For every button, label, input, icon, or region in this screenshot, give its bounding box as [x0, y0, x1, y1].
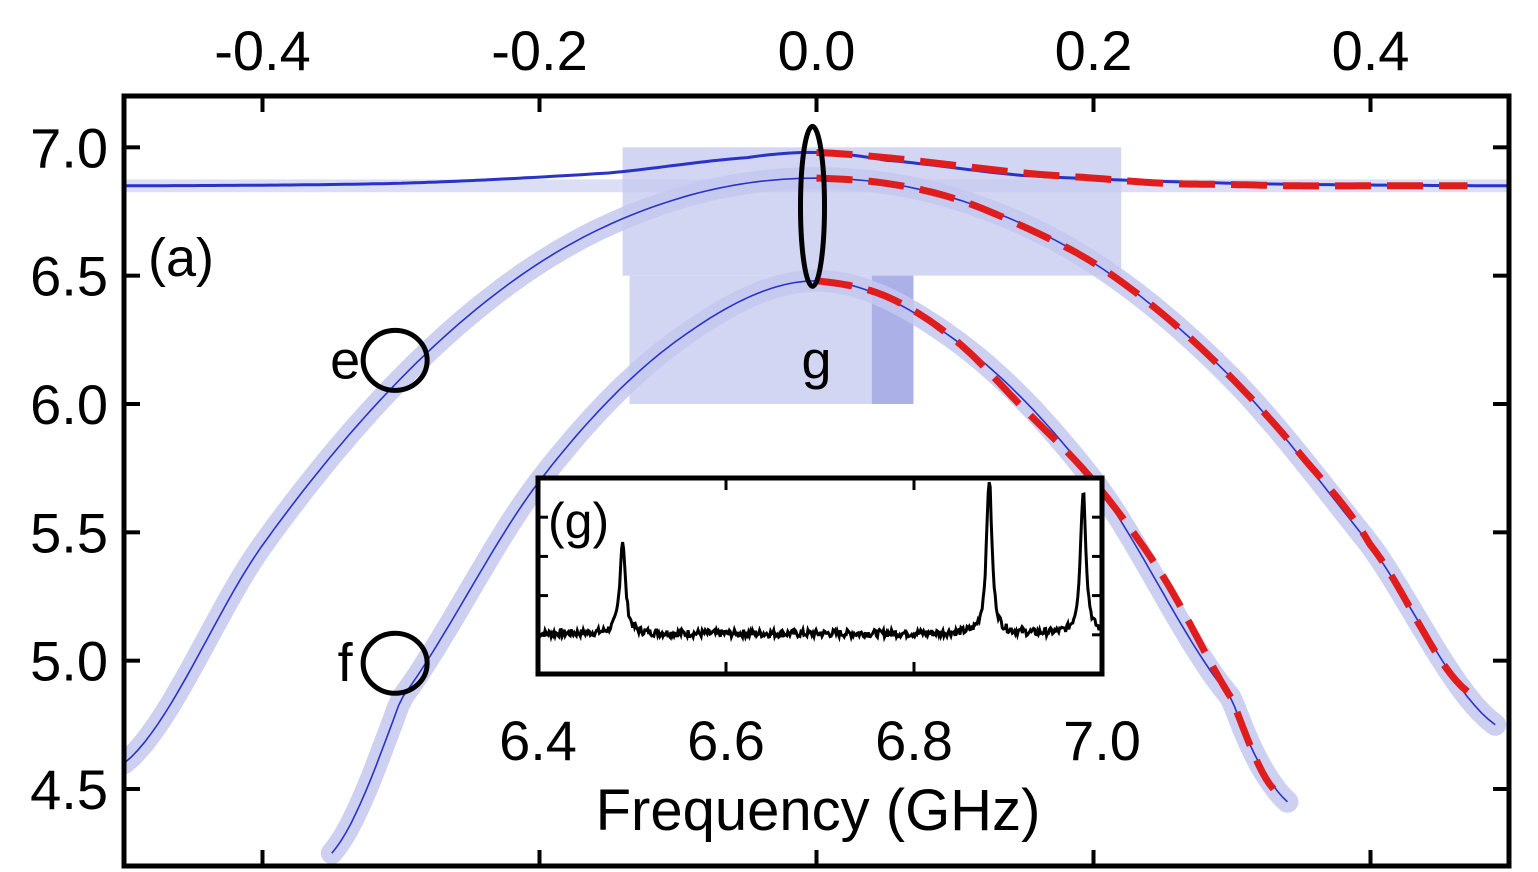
y-tick-label: 5.5 [30, 501, 108, 564]
fit-line-3 [816, 277, 1277, 792]
annotations: e f g [330, 123, 832, 696]
inset-background [538, 478, 1102, 674]
inset-x-tick-label: 6.6 [687, 709, 765, 772]
panel-label-a: (a) [148, 228, 214, 288]
y-tick-label: 7.0 [30, 116, 108, 179]
theory-fit-lines [816, 149, 1470, 792]
fit-line-2 [816, 174, 1470, 695]
x-tick-label: 0.0 [778, 19, 856, 82]
fit-line-1 [816, 149, 1468, 190]
annotation-ellipse-e [360, 327, 430, 393]
inset-spectrum-trace [537, 481, 1104, 643]
annotation-label-g: g [801, 330, 831, 390]
inset-x-tick-labels: 6.4 6.6 6.8 7.0 [499, 709, 1141, 772]
annotation-label-e: e [330, 330, 360, 390]
heatmap-patch-upper [622, 147, 1122, 276]
inset-x-tick-label: 7.0 [1063, 709, 1141, 772]
x-tick-label: -0.4 [214, 19, 311, 82]
inset-x-tick-label: 6.8 [875, 709, 953, 772]
y-tick-label: 4.5 [30, 758, 108, 821]
main-plot: -0.4 -0.2 0.0 0.2 0.4 7.0 6.5 6.0 5.5 5.0 4.5 e f g… [30, 19, 1512, 869]
x-tick-label: 0.4 [1332, 19, 1410, 82]
y-axis-ticks: 7.0 6.5 6.0 5.5 5.0 4.5 [30, 116, 1509, 821]
annotation-ellipse-f [360, 630, 430, 696]
inset-x-tick-label: 6.4 [499, 709, 577, 772]
panel-label-g: (g) [548, 493, 609, 549]
x-axis-ticks: -0.4 -0.2 0.0 0.2 0.4 [214, 19, 1409, 866]
y-tick-label: 6.0 [30, 373, 108, 436]
y-tick-label: 6.5 [30, 245, 108, 308]
inset-x-axis-label: Frequency (GHz) [596, 778, 1041, 843]
inset-plot: (g) 6.4 6.6 6.8 7.0 Frequency (GHz) [499, 475, 1141, 843]
x-tick-label: -0.2 [491, 19, 588, 82]
annotation-ellipse-g [798, 123, 827, 289]
x-tick-label: 0.2 [1055, 19, 1133, 82]
annotation-label-f: f [338, 633, 354, 693]
inset-frame [535, 475, 1105, 677]
y-tick-label: 5.0 [30, 630, 108, 693]
